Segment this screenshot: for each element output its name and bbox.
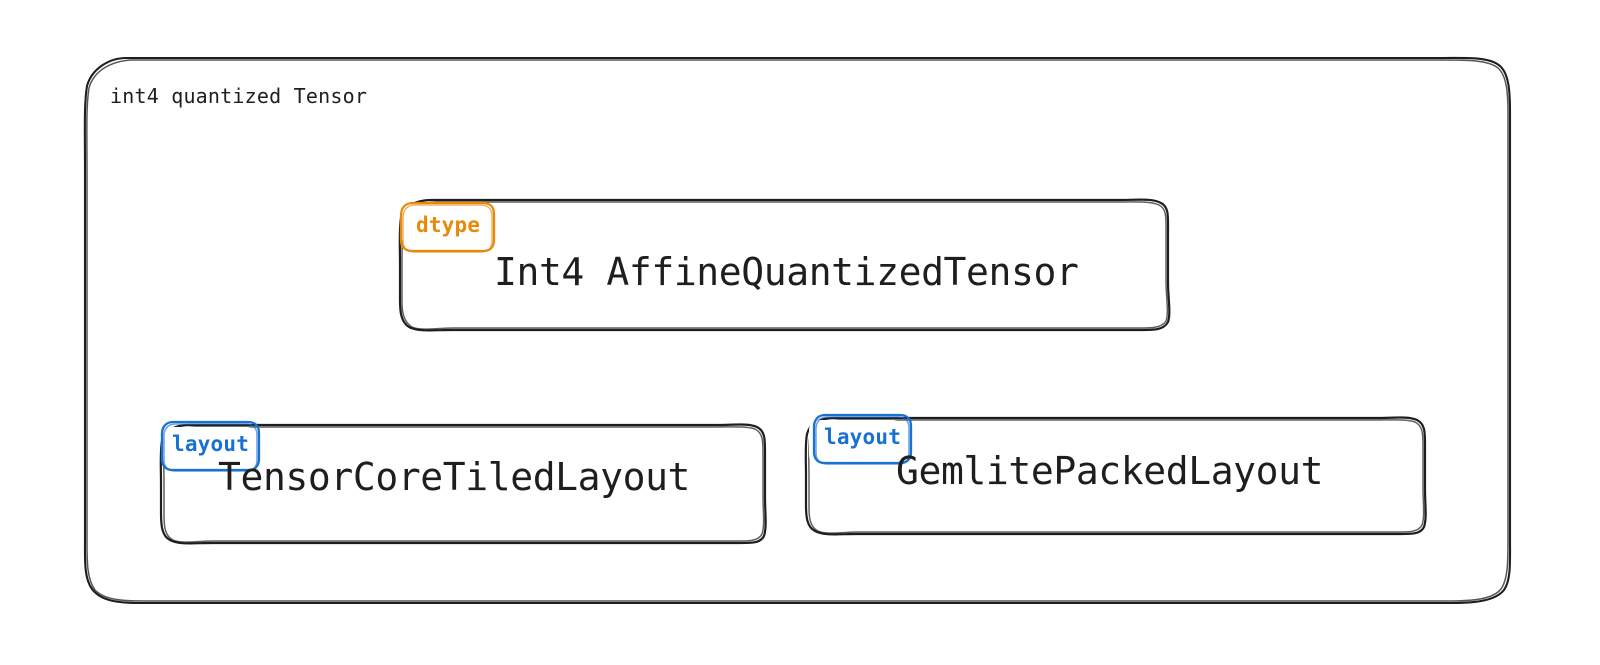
gemlite-packed-layout-node-shape[interactable] xyxy=(806,418,1426,535)
layout-badge-left-shape[interactable] xyxy=(162,422,259,472)
gemlite-packed-layout-node-label: GemlitePackedLayout xyxy=(896,449,1324,493)
layout-badge-label-left: layout xyxy=(172,432,250,456)
dtype-badge-label: dtype xyxy=(416,213,481,237)
layout-badge-right-shape[interactable] xyxy=(809,415,911,465)
tensor-core-tiled-layout-node-label: TensorCoreTiledLayout xyxy=(218,455,691,499)
dtype-badge-shape[interactable] xyxy=(401,202,494,252)
outer-container-shape xyxy=(85,58,1510,603)
layout-badge-label-right: layout xyxy=(824,425,902,449)
dtype-node-label: Int4 AffineQuantizedTensor xyxy=(494,250,1079,294)
container-title: int4 quantized Tensor xyxy=(110,84,368,108)
